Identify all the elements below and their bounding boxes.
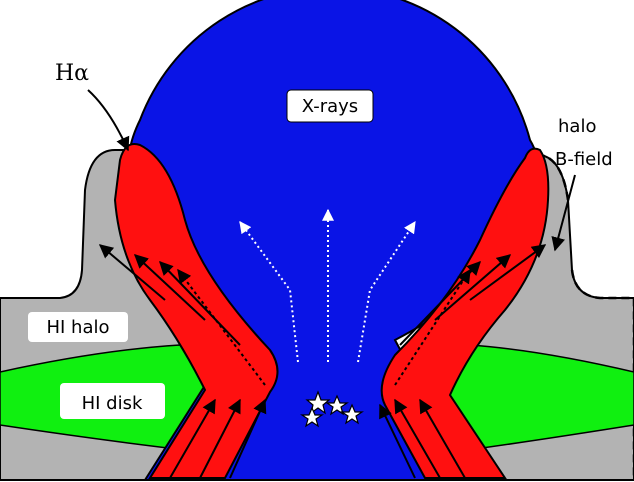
hi-halo-label-box bbox=[28, 312, 128, 342]
bfield-arrow bbox=[199, 398, 241, 479]
hi-disk-label-box bbox=[60, 383, 165, 419]
bfield-arrow bbox=[98, 244, 166, 301]
bfield-arrow bbox=[169, 398, 216, 479]
halpha-pointer-arrow bbox=[87, 89, 130, 152]
halo-bfield-label-line2: B-field bbox=[555, 149, 613, 170]
hi-disk-label: HI disk bbox=[82, 393, 143, 414]
bfield-arrow bbox=[394, 268, 471, 386]
star-icon bbox=[300, 390, 364, 428]
halpha-filament-right bbox=[380, 147, 550, 479]
bfield-arrow bbox=[419, 398, 466, 479]
bfield-arrow bbox=[469, 244, 547, 301]
xrays-label-box bbox=[286, 89, 374, 123]
bfield-arrow bbox=[177, 268, 266, 386]
xrays-label: X-rays bbox=[302, 96, 358, 117]
bfield-arrow bbox=[133, 254, 206, 321]
bfield-arrow bbox=[434, 254, 512, 321]
bfield-arrow bbox=[159, 260, 241, 346]
bfield-arrow bbox=[379, 403, 416, 479]
bfield-arrow bbox=[394, 398, 441, 479]
bfield-pointer-arrow bbox=[551, 174, 576, 252]
halpha-label: Hα bbox=[55, 61, 89, 86]
hi-halo-label: HI halo bbox=[46, 317, 109, 338]
halo-bfield-label-line1: halo bbox=[558, 116, 596, 137]
bfield-arrow bbox=[229, 398, 267, 479]
